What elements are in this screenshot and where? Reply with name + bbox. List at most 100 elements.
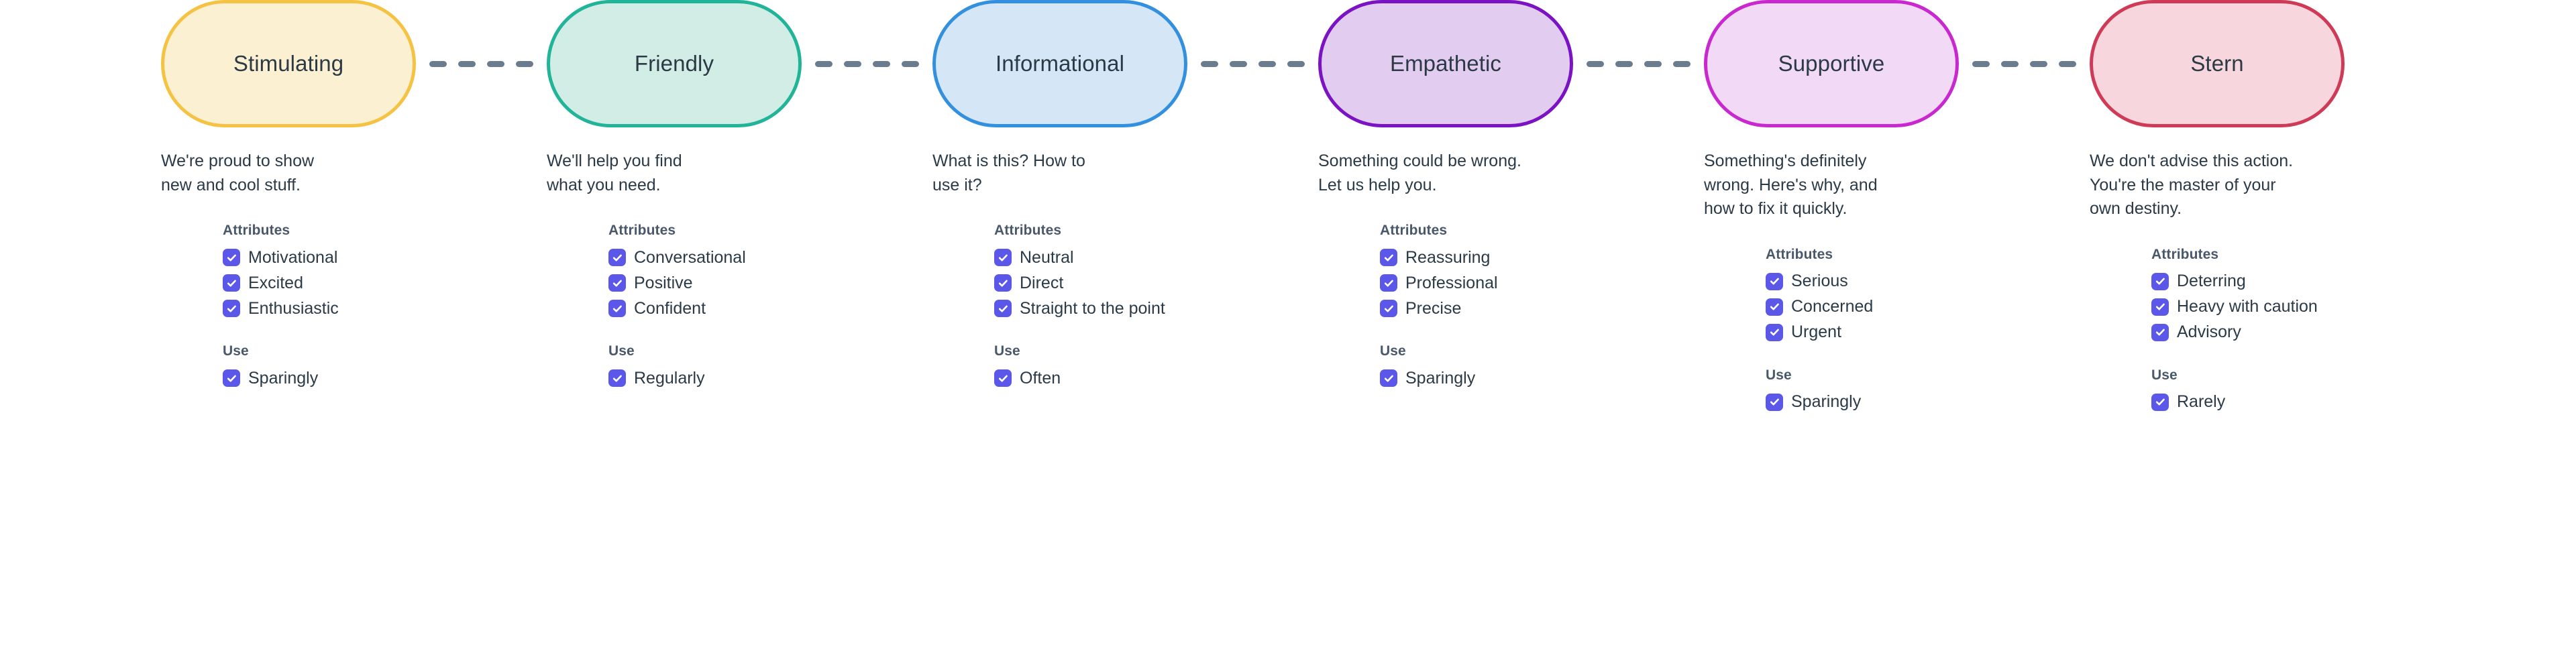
attributes-item[interactable]: Reassuring: [1380, 245, 1498, 270]
check-label: Advisory: [2177, 322, 2241, 341]
check-icon[interactable]: [1380, 369, 1397, 387]
check-icon[interactable]: [1380, 300, 1397, 317]
connector-dash: [1230, 60, 1247, 67]
check-icon[interactable]: [608, 300, 626, 317]
tone-description: We're proud to show new and cool stuff.: [161, 152, 315, 194]
use-item[interactable]: Sparingly: [1380, 365, 1498, 391]
attributes-item[interactable]: Urgent: [1766, 320, 1873, 345]
dashed-line-icon: [802, 60, 932, 67]
check-icon[interactable]: [1766, 298, 1783, 316]
attributes-item[interactable]: Conversational: [608, 245, 746, 270]
check-icon[interactable]: [608, 249, 626, 266]
attributes-item[interactable]: Advisory: [2151, 320, 2318, 345]
attributes-group-title: Attributes: [1766, 246, 1833, 262]
connector-dash: [873, 60, 890, 67]
check-label: Motivational: [248, 247, 338, 267]
attributes-item[interactable]: Precise: [1380, 296, 1498, 321]
attributes-item[interactable]: Serious: [1766, 269, 1873, 294]
check-icon[interactable]: [994, 369, 1012, 387]
connector-dash: [516, 60, 533, 67]
connector-dash: [487, 60, 504, 67]
tone-pill-stimulating[interactable]: Stimulating: [161, 0, 416, 127]
check-icon[interactable]: [223, 369, 240, 387]
use-item[interactable]: Often: [994, 365, 1165, 391]
check-icon[interactable]: [994, 249, 1012, 266]
attributes-item[interactable]: Excited: [223, 270, 339, 296]
attributes-item[interactable]: Positive: [608, 270, 746, 296]
check-icon[interactable]: [1766, 393, 1783, 411]
check-icon[interactable]: [1380, 249, 1397, 266]
attributes-item[interactable]: Deterring: [2151, 269, 2318, 294]
connector-dash: [1287, 60, 1305, 67]
connector-dash: [458, 60, 476, 67]
attributes-item[interactable]: Motivational: [223, 245, 339, 270]
dashed-line-icon: [1187, 60, 1318, 67]
use-item[interactable]: Regularly: [608, 365, 746, 391]
check-icon[interactable]: [2151, 272, 2169, 290]
attributes-item[interactable]: Enthusiastic: [223, 296, 339, 321]
check-icon[interactable]: [1766, 272, 1783, 290]
check-icon[interactable]: [2151, 393, 2169, 411]
attributes-group-title: Attributes: [994, 223, 1062, 238]
attributes-group-title: Attributes: [2151, 246, 2219, 262]
tone-description: Something's definitely wrong. Here's why…: [1704, 152, 1878, 218]
check-label: Regularly: [634, 368, 705, 388]
tone-pill-informational[interactable]: Informational: [932, 0, 1187, 127]
attributes-item[interactable]: Confident: [608, 296, 746, 321]
tone-pill-friendly[interactable]: Friendly: [547, 0, 802, 127]
use-group-title: Use: [994, 343, 1020, 359]
check-icon[interactable]: [608, 369, 626, 387]
attributes-item[interactable]: Concerned: [1766, 294, 1873, 320]
check-icon[interactable]: [1380, 274, 1397, 292]
tone-pill-label: Stern: [2190, 51, 2244, 76]
use-item[interactable]: Rarely: [2151, 390, 2318, 415]
tone-pill-stern[interactable]: Stern: [2090, 0, 2345, 127]
check-label: Sparingly: [1791, 392, 1862, 411]
attributes-item[interactable]: Direct: [994, 270, 1165, 296]
use-group-title: Use: [2151, 367, 2178, 383]
use-item[interactable]: Sparingly: [1766, 390, 1873, 415]
connector-dash: [1258, 60, 1276, 67]
check-icon[interactable]: [223, 249, 240, 266]
attributes-item[interactable]: Neutral: [994, 245, 1165, 270]
tone-description: Something could be wrong. Let us help yo…: [1318, 152, 1521, 194]
connector-dash: [1673, 60, 1690, 67]
check-icon[interactable]: [608, 274, 626, 292]
check-icon[interactable]: [1766, 323, 1783, 341]
connector-dash: [1587, 60, 1604, 67]
check-icon[interactable]: [223, 300, 240, 317]
check-icon[interactable]: [223, 274, 240, 292]
connector-dash: [2059, 60, 2076, 67]
attributes-item[interactable]: Straight to the point: [994, 296, 1165, 321]
check-icon[interactable]: [2151, 298, 2169, 316]
connector-gap: [802, 0, 932, 127]
check-icon[interactable]: [2151, 323, 2169, 341]
attributes-item[interactable]: Professional: [1380, 270, 1498, 296]
check-label: Precise: [1405, 298, 1462, 318]
check-icon[interactable]: [994, 300, 1012, 317]
tone-pill-empathetic[interactable]: Empathetic: [1318, 0, 1573, 127]
attributes-item[interactable]: Heavy with caution: [2151, 294, 2318, 320]
check-icon[interactable]: [994, 274, 1012, 292]
check-label: Confident: [634, 298, 706, 318]
tone-pill-label: Informational: [995, 51, 1125, 76]
use-item[interactable]: Sparingly: [223, 365, 339, 391]
tone-pill-supportive[interactable]: Supportive: [1704, 0, 1959, 127]
connector-gap: [416, 0, 547, 127]
connector-dash: [902, 60, 919, 67]
